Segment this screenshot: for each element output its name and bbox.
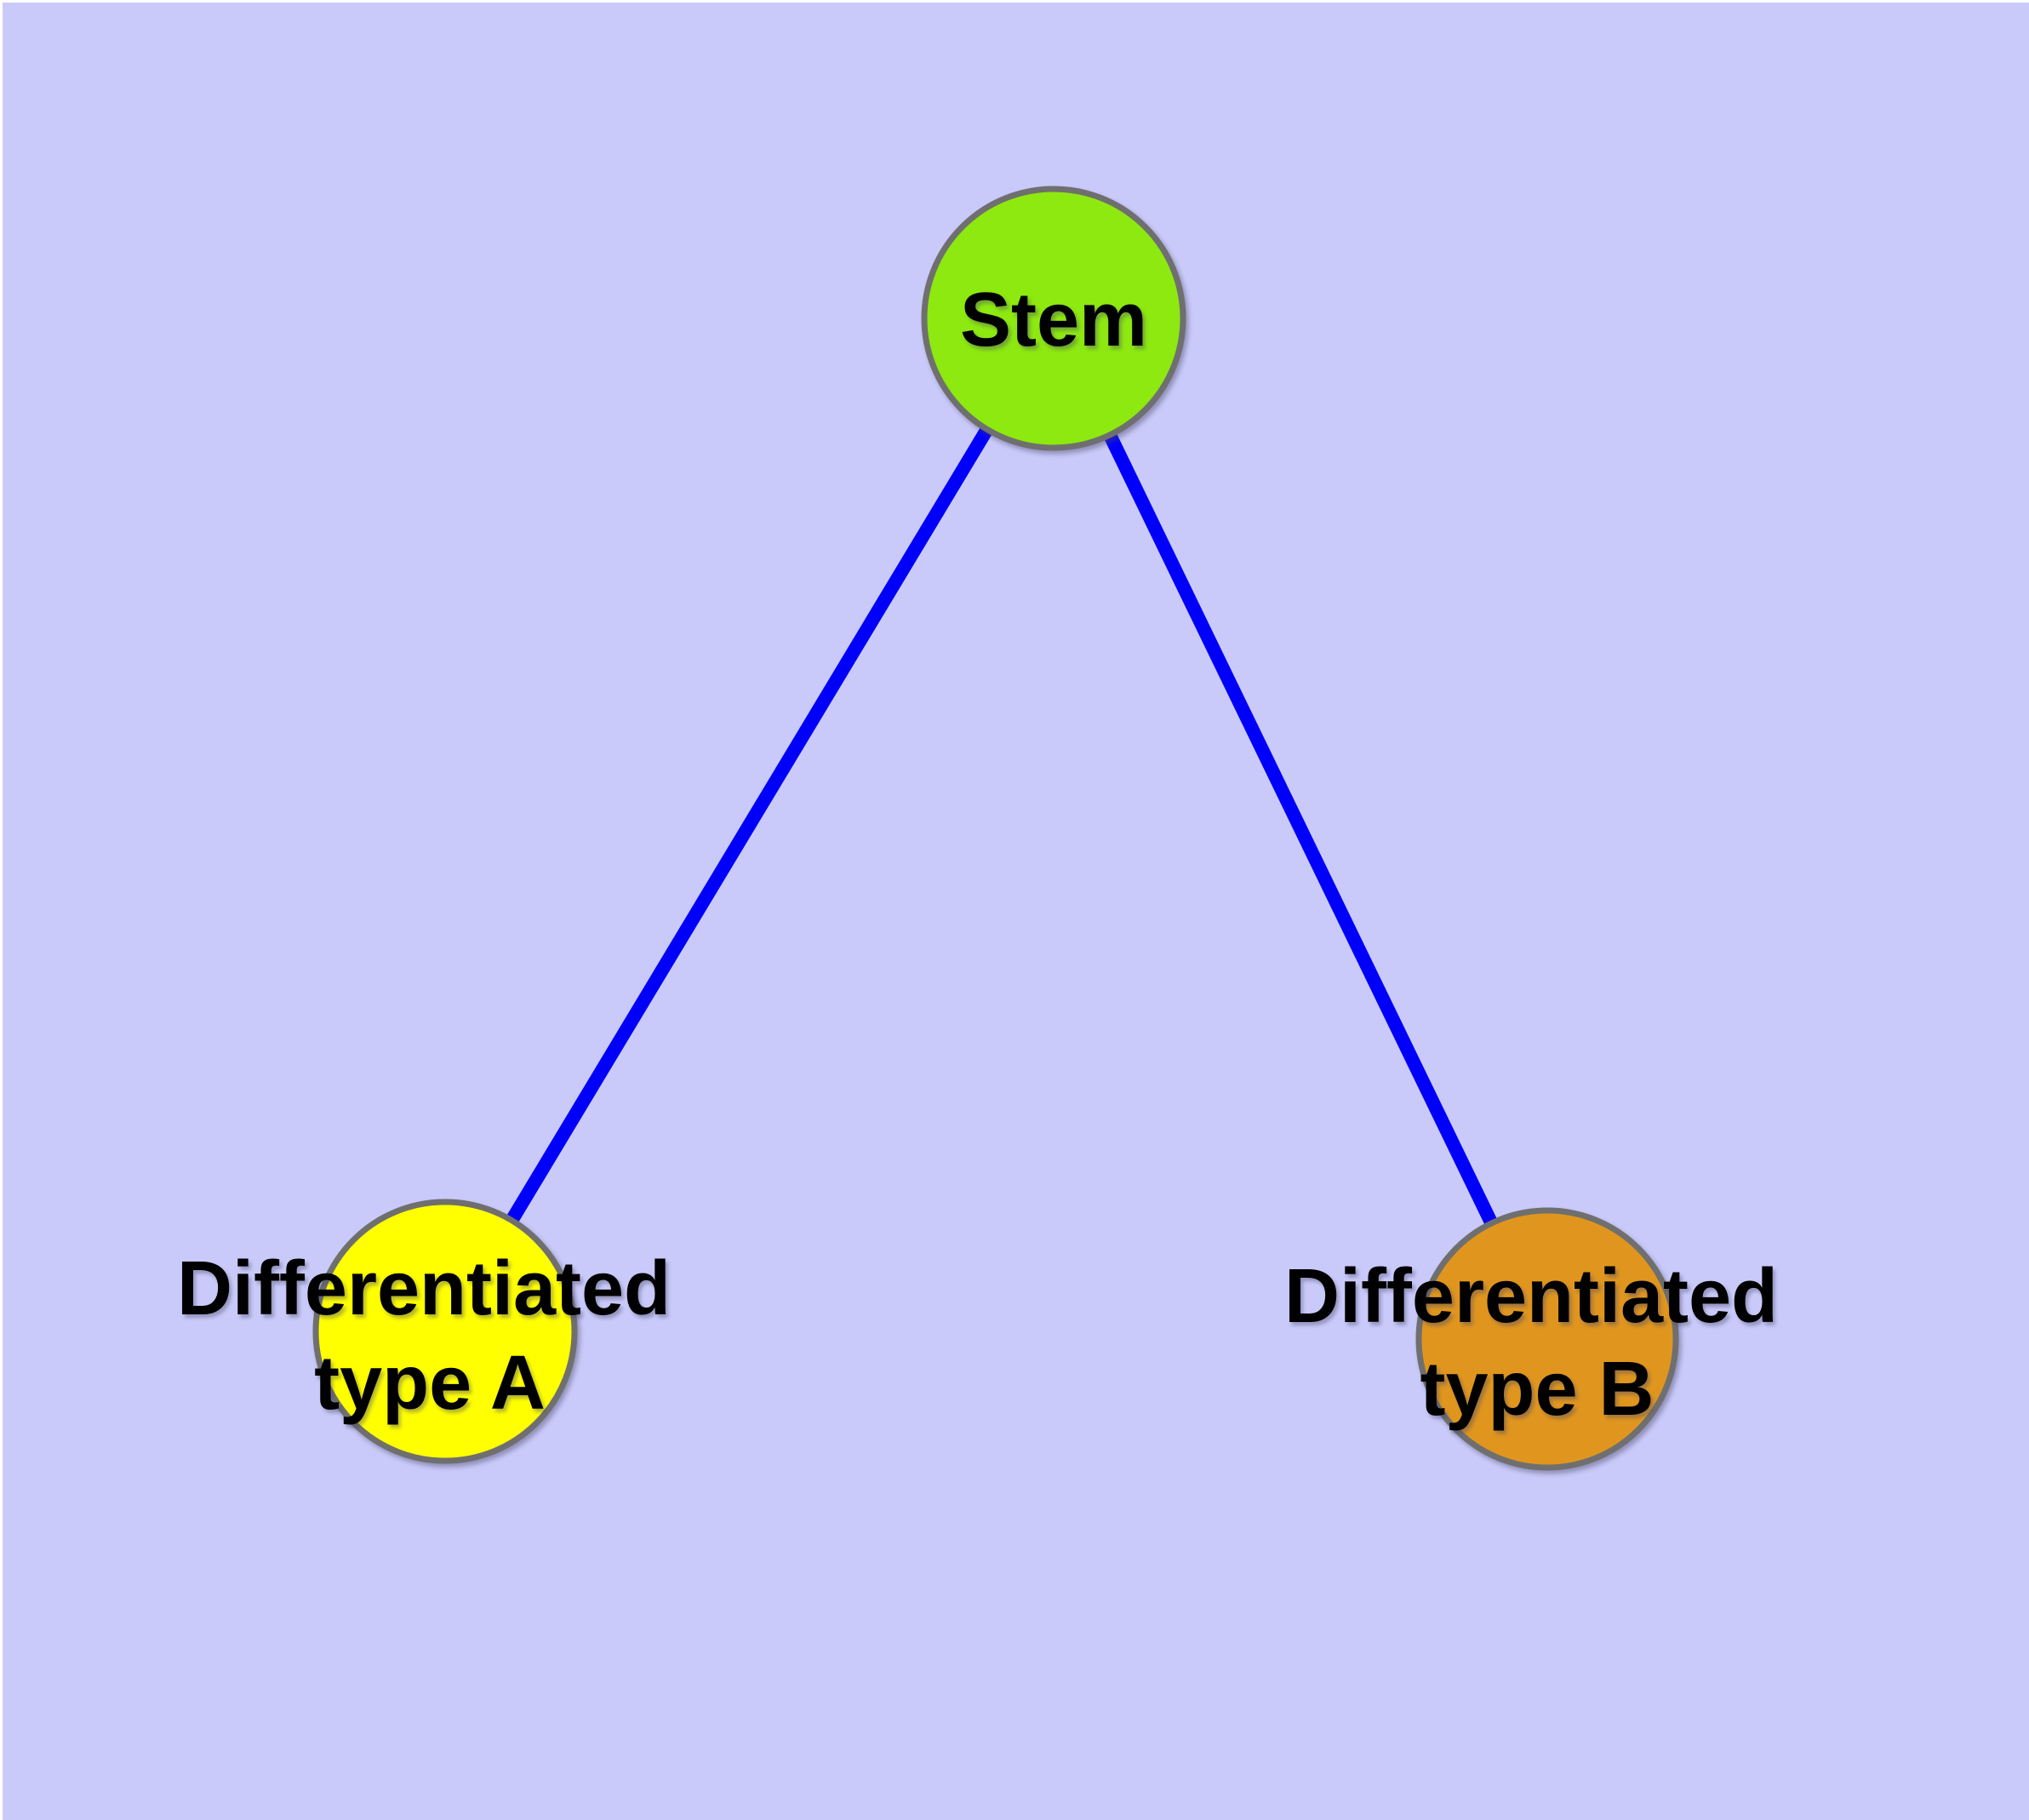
- edge-stem-to-type-b: [1103, 432, 1498, 1226]
- node-type-b-label-line2: type B: [1420, 1347, 1654, 1432]
- node-type-a-circle: [312, 1199, 578, 1464]
- node-stem-circle: [921, 186, 1186, 451]
- node-differentiated-type-b: Differentiated type B: [1284, 1207, 1778, 1471]
- node-type-b-label-line1: Differentiated: [1284, 1254, 1778, 1339]
- node-type-b-circle: [1415, 1207, 1679, 1471]
- node-differentiated-type-a: Differentiated type A: [177, 1199, 671, 1464]
- node-type-a-label-line1: Differentiated: [177, 1246, 671, 1331]
- node-stem: Stem: [921, 186, 1186, 451]
- edge-stem-to-type-a: [506, 425, 993, 1225]
- node-stem-label: Stem: [960, 278, 1147, 363]
- node-type-a-label-line2: type A: [314, 1341, 546, 1426]
- edges: [506, 425, 1498, 1226]
